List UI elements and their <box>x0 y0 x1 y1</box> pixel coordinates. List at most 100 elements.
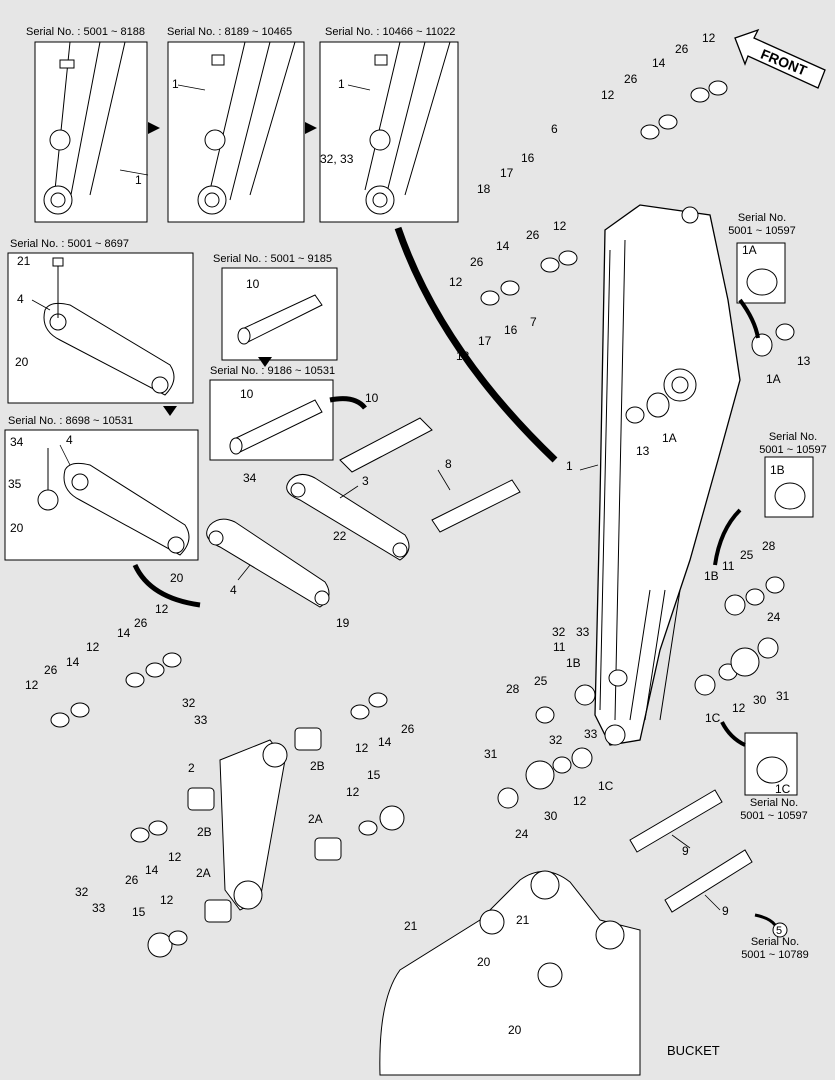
inset-box-3 <box>319 41 459 223</box>
part-26-tr2: 26 <box>624 72 638 86</box>
serial-top3: Serial No. : 10466 ~ 11022 <box>325 26 456 38</box>
part-33-ll: 33 <box>92 901 106 915</box>
part-20-c: 20 <box>170 571 184 585</box>
part-21-b: 21 <box>404 919 418 933</box>
link-inset-a <box>7 252 194 404</box>
part-1-top1: 1 <box>135 173 142 187</box>
part-1A-a: 1A <box>766 372 781 386</box>
part-1B-c: 1B <box>566 656 581 670</box>
part-18-a: 18 <box>477 182 491 196</box>
part-12-c: 12 <box>573 794 587 808</box>
part-12-l3: 12 <box>25 678 39 692</box>
part-13-a: 13 <box>797 354 811 368</box>
part-14-l2: 14 <box>66 655 80 669</box>
part-12-l4: 12 <box>168 850 182 864</box>
part-9-a: 9 <box>682 844 689 858</box>
serial-pin-a: Serial No. : 5001 ~ 9185 <box>213 253 332 265</box>
part-17-a: 17 <box>500 166 514 180</box>
part-11-r: 11 <box>722 559 735 573</box>
part-32-ll: 32 <box>75 885 89 899</box>
part-34-b: 34 <box>10 435 24 449</box>
inset-box-2 <box>167 41 305 223</box>
part-1A-box: 1A <box>742 243 757 257</box>
part-7: 7 <box>530 315 537 329</box>
part-2B-b: 2B <box>197 825 212 839</box>
bucket-label: BUCKET <box>667 1043 720 1058</box>
part-21-c: 21 <box>516 913 530 927</box>
part-15-a: 15 <box>367 768 381 782</box>
inset-box-1 <box>34 41 148 223</box>
callout-ref: 5 <box>776 925 782 937</box>
serial-right-4-line2: 5001 ~ 10789 <box>741 949 809 961</box>
part-24-r: 24 <box>767 610 781 624</box>
part-30-r: 30 <box>753 693 767 707</box>
part-31-r: 31 <box>776 689 790 703</box>
part-26-m1: 26 <box>526 228 540 242</box>
part-4-a: 4 <box>17 292 24 306</box>
serial-pin-b: Serial No. : 9186 ~ 10531 <box>210 365 336 377</box>
part-20-a: 20 <box>15 355 29 369</box>
guide-link <box>187 727 342 923</box>
part-26-m3: 26 <box>401 722 415 736</box>
serial-right-3: Serial No. 5001 ~ 10597 <box>734 797 814 823</box>
serial-right-2-line2: 5001 ~ 10597 <box>759 444 827 456</box>
serial-link-b: Serial No. : 8698 ~ 10531 <box>8 415 134 427</box>
part-12-l1: 12 <box>155 602 169 616</box>
part-3233-top3: 32, 33 <box>320 152 354 166</box>
part-9-b: 9 <box>722 904 729 918</box>
pin-inset-a <box>221 267 338 361</box>
serial-right-1-line1: Serial No. <box>737 212 787 224</box>
part-15-b: 15 <box>132 905 146 919</box>
part-10-a: 10 <box>246 277 260 291</box>
part-12-m3: 12 <box>355 741 369 755</box>
serial-right-1: Serial No. 5001 ~ 10597 <box>722 212 802 238</box>
part-16-b: 16 <box>504 323 518 337</box>
part-30-c: 30 <box>544 809 558 823</box>
part-25-r: 25 <box>740 548 754 562</box>
part-12-l5: 12 <box>160 893 174 907</box>
part-20-e: 20 <box>508 1023 522 1037</box>
part-10-c: 10 <box>365 391 379 405</box>
part-12-l2: 12 <box>86 640 100 654</box>
part-19: 19 <box>336 616 350 630</box>
part-24-c: 24 <box>515 827 529 841</box>
serial-top1: Serial No. : 5001 ~ 8188 <box>26 26 145 38</box>
part-1B-box: 1B <box>770 463 785 477</box>
part-22: 22 <box>333 529 347 543</box>
part-13-b: 13 <box>636 444 650 458</box>
part-14-m3: 14 <box>378 735 392 749</box>
part-35: 35 <box>8 477 22 491</box>
part-25-c: 25 <box>534 674 548 688</box>
part-26-l1: 26 <box>134 616 148 630</box>
part-26-m2: 26 <box>470 255 484 269</box>
part-21-a: 21 <box>17 254 31 268</box>
part-16-a: 16 <box>521 151 535 165</box>
part-1A-b: 1A <box>662 431 677 445</box>
part-1-top3: 1 <box>338 77 345 91</box>
part-2A-a: 2A <box>308 812 323 826</box>
part-12-tr2: 12 <box>601 88 615 102</box>
serial-top2: Serial No. : 8189 ~ 10465 <box>167 26 293 38</box>
part-8: 8 <box>445 457 452 471</box>
part-14-l4: 14 <box>145 863 159 877</box>
link-inset-b <box>4 429 199 561</box>
part-4-b: 4 <box>66 433 73 447</box>
part-11-c: 11 <box>553 640 566 654</box>
part-14-tr1: 14 <box>652 56 666 70</box>
part-2A-b: 2A <box>196 866 211 880</box>
part-18-b: 18 <box>456 349 470 363</box>
part-26-l2: 26 <box>44 663 58 677</box>
part-26-l4: 26 <box>125 873 139 887</box>
part-3: 3 <box>362 474 369 488</box>
part-32-c: 32 <box>549 733 563 747</box>
serial-right-3-line2: 5001 ~ 10597 <box>740 810 808 822</box>
part-1C-box: 1C <box>775 782 791 796</box>
part-34: 34 <box>243 471 257 485</box>
part-28-r: 28 <box>762 539 776 553</box>
part-1C-r: 1C <box>705 711 721 725</box>
part-33-l: 33 <box>194 713 208 727</box>
serial-right-1-line2: 5001 ~ 10597 <box>728 225 796 237</box>
front-arrow <box>734 28 826 89</box>
part-20-d: 20 <box>477 955 491 969</box>
